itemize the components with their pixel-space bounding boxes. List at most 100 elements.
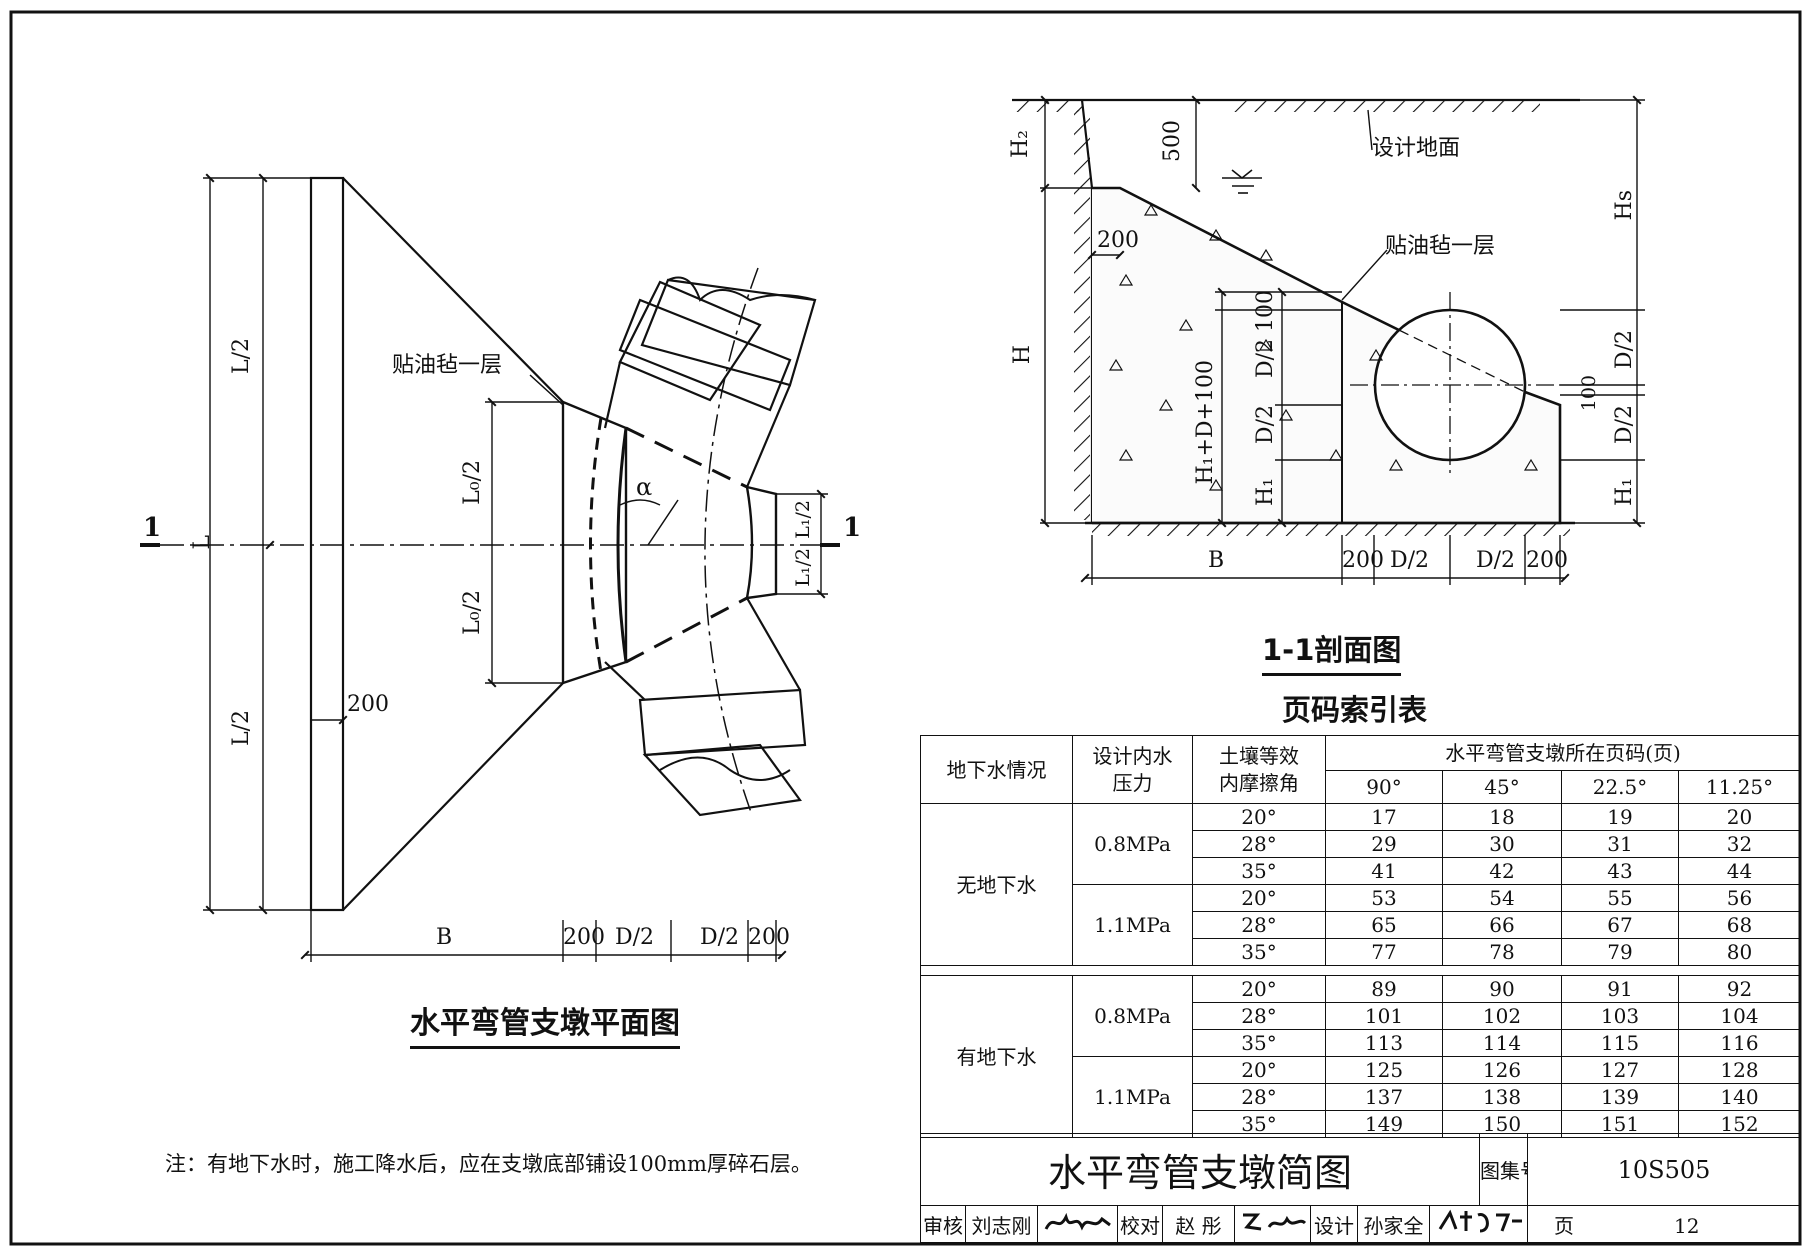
page-cell: 104 xyxy=(1677,1002,1802,1030)
page-cell: 125 xyxy=(1325,1056,1443,1084)
plan-dim-l1-half-top: L₁/2 xyxy=(792,500,814,539)
page-cell: 68 xyxy=(1677,911,1802,939)
design-label: 设计 xyxy=(1310,1205,1358,1243)
check-label: 校对 xyxy=(1117,1205,1163,1243)
plan-pipe-upper-edge-right xyxy=(745,384,792,488)
page-cell: 126 xyxy=(1442,1056,1562,1084)
groundwater-cell: 无地下水 xyxy=(920,803,1073,966)
plan-end-face xyxy=(746,485,778,600)
page-cell: 17 xyxy=(1325,803,1443,831)
page-cell: 20 xyxy=(1677,803,1802,831)
designer-signature-mark xyxy=(1438,1209,1522,1233)
page-cell: 65 xyxy=(1325,911,1443,939)
page-cell: 53 xyxy=(1325,884,1443,912)
plan-view-title: 水平弯管支墩平面图 xyxy=(410,998,680,1049)
atlas-no: 10S505 xyxy=(1527,1133,1801,1206)
plan-dim-b: B xyxy=(436,925,453,950)
section-dim-b: B xyxy=(1208,548,1225,573)
page-cell: 91 xyxy=(1561,975,1679,1003)
reviewer-name: 刘志刚 xyxy=(965,1205,1038,1243)
header-pressure-line1: 设计内水 xyxy=(1092,743,1173,768)
section-design-ground-label: 设计地面 xyxy=(1372,136,1461,161)
plan-dim-200-a: 200 xyxy=(563,925,605,950)
sheet-border xyxy=(9,10,1802,1246)
plan-pipe-lower-edge-left xyxy=(604,661,646,701)
section-dim-d-half-b: D/2 xyxy=(1476,548,1516,573)
page-cell: 19 xyxy=(1561,803,1679,831)
plan-pipe-lower-body xyxy=(642,743,802,817)
plan-dim-l-half-bottom: L/2 xyxy=(229,710,254,747)
header-friction-line1: 土壤等效 xyxy=(1219,743,1299,768)
page-cell: 140 xyxy=(1677,1083,1802,1111)
page-cell: 42 xyxy=(1442,857,1562,885)
page-cell: 103 xyxy=(1561,1002,1679,1030)
friction-cell: 20° xyxy=(1192,884,1326,912)
page-cell: 101 xyxy=(1325,1002,1443,1030)
section-dim-200-b: 200 xyxy=(1526,548,1568,573)
page-cell: 43 xyxy=(1561,857,1679,885)
section-dim-hs: Hs xyxy=(1612,190,1637,221)
groundwater-cell: 有地下水 xyxy=(920,975,1073,1138)
index-table: 地下水情况 设计内水压力 土壤等效内摩擦角 水平弯管支墩所在页码(页) 90° … xyxy=(919,735,1802,1138)
index-table-title: 页码索引表 xyxy=(1282,693,1428,727)
section-wall-hatch xyxy=(1074,110,1090,520)
plan-felt-label: 贴油毡一层 xyxy=(392,353,503,378)
section-dim-500: 500 xyxy=(1160,120,1185,162)
friction-cell: 20° xyxy=(1192,803,1326,831)
pressure-cell: 0.8MPa xyxy=(1072,975,1193,1057)
plan-pipe-upper-edge-left xyxy=(603,361,622,429)
friction-cell: 35° xyxy=(1192,938,1326,966)
page-cell: 137 xyxy=(1325,1083,1443,1111)
section-ground-hatch-left xyxy=(1012,100,1082,112)
friction-cell: 28° xyxy=(1192,1002,1326,1030)
designer-signature xyxy=(1429,1205,1528,1243)
section-water-level-icon xyxy=(1222,169,1262,194)
plan-pipe-lower-socket xyxy=(638,688,807,757)
section-felt-leader xyxy=(1341,249,1388,301)
page-cell: 30 xyxy=(1442,830,1562,858)
section-dim-h1-right: H₁ xyxy=(1612,478,1637,507)
plan-alpha-arc xyxy=(619,499,661,506)
pressure-cell: 0.8MPa xyxy=(1072,803,1193,885)
plan-felt-leader xyxy=(529,374,564,406)
plan-back-wall xyxy=(309,176,345,912)
header-friction-line2: 内摩擦角 xyxy=(1219,770,1299,795)
designer-name: 孙家全 xyxy=(1357,1205,1430,1243)
section-dim-h: H xyxy=(1010,345,1035,365)
header-pressure-line2: 压力 xyxy=(1112,770,1153,795)
header-groundwater: 地下水情况 xyxy=(920,735,1073,804)
plan-pipe-lower-edge-right xyxy=(746,597,801,691)
page-cell: 114 xyxy=(1442,1029,1562,1057)
page-number: 12 xyxy=(1674,1213,1700,1238)
page-cell: 56 xyxy=(1677,884,1802,912)
plan-view xyxy=(140,176,840,912)
page-cell: 54 xyxy=(1442,884,1562,912)
section-dim-100: 100 xyxy=(1578,375,1600,412)
page-cell: 67 xyxy=(1561,911,1679,939)
friction-cell: 20° xyxy=(1192,1056,1326,1084)
page-cell: 90 xyxy=(1442,975,1562,1003)
section-dimensions xyxy=(1040,95,1645,585)
plan-dim-d-half-b: D/2 xyxy=(700,925,740,950)
plan-bend-edge-bottom xyxy=(625,596,748,664)
section-slope-projection xyxy=(1341,301,1526,393)
section-dim-h1-left: H₁ xyxy=(1253,478,1278,507)
plan-end-arc xyxy=(745,486,754,599)
plan-dim-l0-half-bottom: L₀/2 xyxy=(460,590,485,635)
section-dim-d-half-100: D/2 100 xyxy=(1253,290,1278,379)
friction-cell: 28° xyxy=(1192,911,1326,939)
plan-dim-l-half-top: L/2 xyxy=(229,338,254,375)
page-cell: 77 xyxy=(1325,938,1443,966)
reviewer-signature xyxy=(1037,1205,1118,1243)
page-cell: 55 xyxy=(1561,884,1679,912)
section-dim-200-a: 200 xyxy=(1342,548,1384,573)
page-cell: 18 xyxy=(1442,803,1562,831)
page-cell: 41 xyxy=(1325,857,1443,885)
section-dim-d-half-a: D/2 xyxy=(1390,548,1430,573)
plan-pipe-upper-cut xyxy=(667,276,816,302)
page-cell: 44 xyxy=(1677,857,1802,885)
checker-name: 赵 彤 xyxy=(1162,1205,1235,1243)
review-label: 审核 xyxy=(920,1205,966,1243)
friction-cell: 35° xyxy=(1192,1029,1326,1057)
